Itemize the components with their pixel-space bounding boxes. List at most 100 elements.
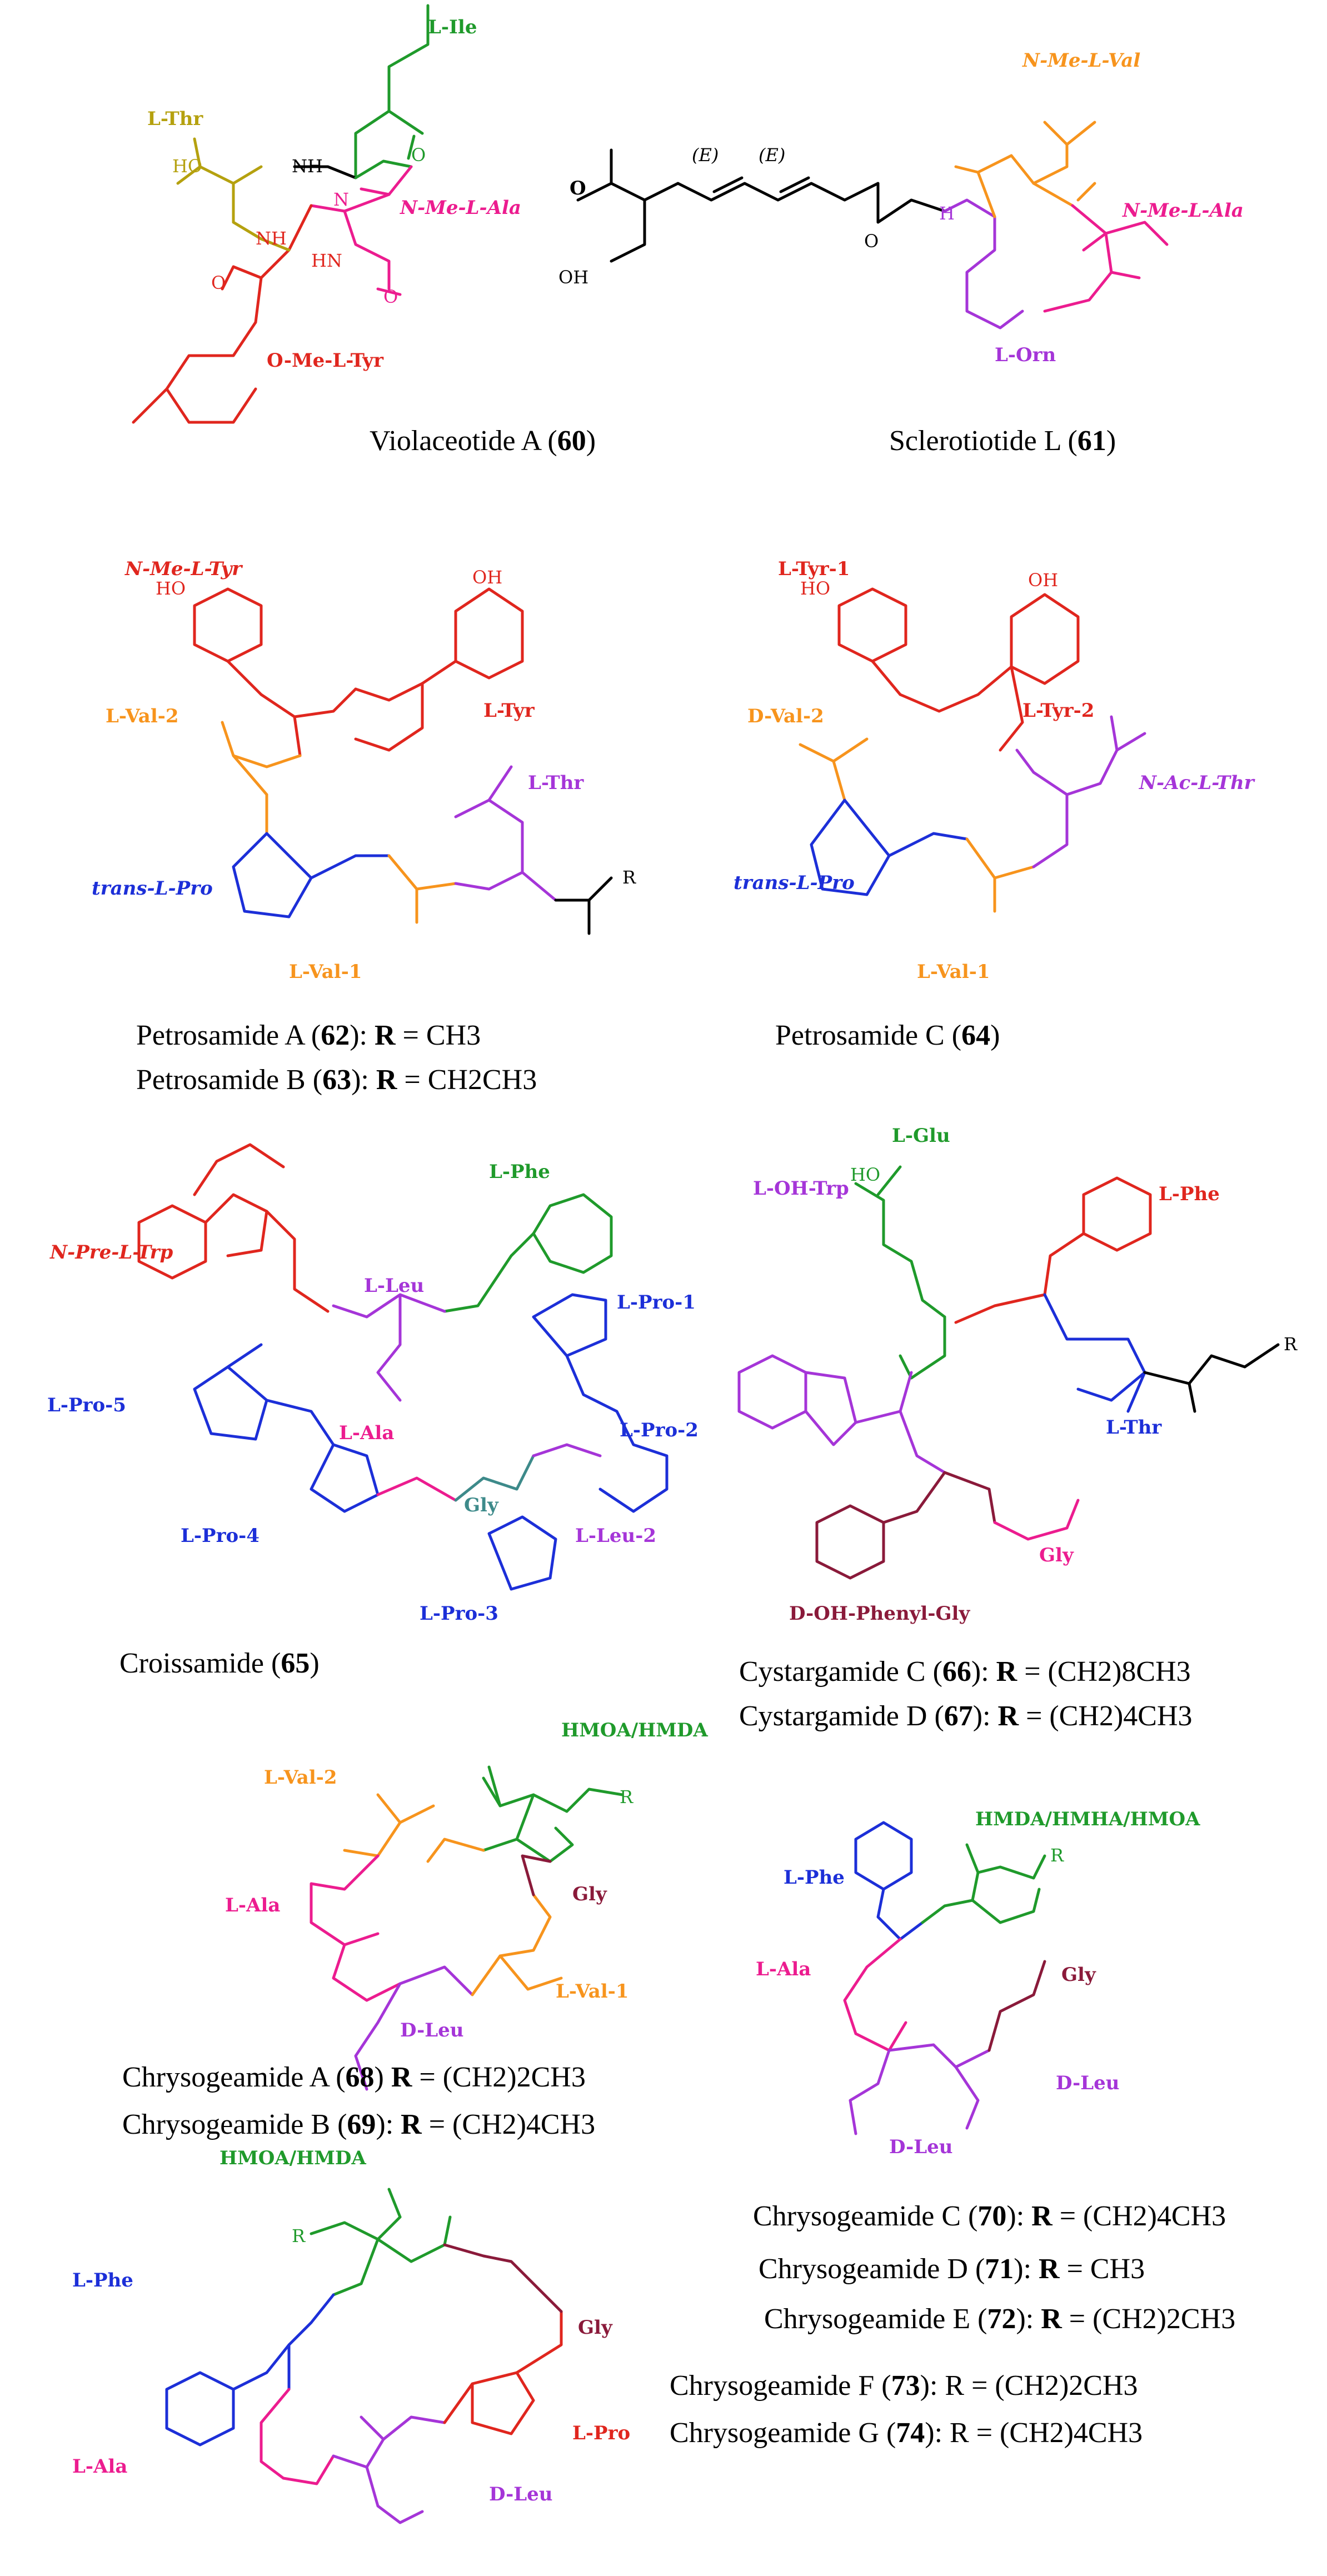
atom-o-2: O bbox=[211, 272, 226, 293]
label-d-oh-phenyl-gly: D-OH-Phenyl-Gly bbox=[789, 1602, 970, 1625]
croissamide-structure bbox=[137, 1143, 669, 1591]
atom-petro-r: R bbox=[622, 867, 636, 888]
atom-nh-2: NH bbox=[256, 228, 287, 249]
label-l-pro-2: L-Pro-2 bbox=[620, 1419, 699, 1441]
label-n-me-l-tyr: N-Me-L-Tyr bbox=[124, 558, 243, 580]
label-l-thr-2: L-Thr bbox=[528, 772, 584, 794]
label-hmda-hmha-hmoa: HMDA/HMHA/HMOA bbox=[975, 1808, 1200, 1830]
label-l-pro-4: L-Pro-4 bbox=[181, 1525, 260, 1547]
sclerotiotide-l-structure bbox=[576, 121, 1169, 330]
caption-chrysogeamide-a: Chrysogeamide A (68) R = (CH2)2CH3 bbox=[122, 2061, 586, 2093]
label-l-leu: L-Leu bbox=[364, 1275, 424, 1297]
caption-croissamide: Croissamide (65) bbox=[119, 1648, 320, 1679]
caption-petrosamide-c: Petrosamide C (64) bbox=[775, 1020, 1000, 1051]
label-l-phe: L-Phe bbox=[489, 1161, 550, 1183]
violaceotide-a-structure bbox=[132, 4, 430, 424]
label-d-leu-3: D-Leu bbox=[889, 2136, 952, 2158]
label-l-phe-3: L-Phe bbox=[784, 1866, 845, 1889]
atom-o: O bbox=[411, 144, 426, 166]
label-hmoa-hmda-2: HMOA/HMDA bbox=[219, 2147, 366, 2169]
atom-o-3: O bbox=[383, 286, 398, 307]
atom-sclero-h: H bbox=[939, 203, 955, 224]
label-gly-3: Gly bbox=[572, 1883, 607, 1905]
label-l-leu-2: L-Leu-2 bbox=[575, 1525, 656, 1547]
atom-chfg-r: R bbox=[292, 2225, 306, 2246]
label-l-val-2: L-Val-2 bbox=[106, 705, 179, 727]
caption-sclerotiotide-l: Sclerotiotide L (61) bbox=[889, 425, 1116, 457]
caption-petrosamide-a: Petrosamide A (62): R = CH3 bbox=[136, 1020, 481, 1051]
label-n-ac-l-thr: N-Ac-L-Thr bbox=[1139, 772, 1255, 794]
label-n-me-l-ala-2: N-Me-L-Ala bbox=[1122, 199, 1244, 222]
label-l-tyr-1: L-Tyr-1 bbox=[778, 558, 850, 580]
chrysogeamide-ab-structure bbox=[310, 1765, 624, 2091]
atom-cys-ho: HO bbox=[850, 1164, 880, 1185]
cystargamide-structure bbox=[737, 1165, 1280, 1580]
label-l-val-2-2: L-Val-2 bbox=[264, 1766, 337, 1789]
atom-sclero-o: O bbox=[570, 177, 586, 199]
caption-chrysogeamide-c: Chrysogeamide C (70): R = (CH2)4CH3 bbox=[753, 2200, 1226, 2232]
caption-petrosamide-b: Petrosamide B (63): R = CH2CH3 bbox=[136, 1064, 537, 1096]
petrosamide-ab-structure bbox=[193, 587, 613, 935]
atom-hn: HN bbox=[311, 250, 342, 271]
label-l-glu: L-Glu bbox=[892, 1125, 950, 1147]
label-n-pre-l-trp: N-Pre-L-Trp bbox=[49, 1241, 173, 1264]
label-l-thr: L-Thr bbox=[147, 108, 203, 130]
caption-cystargamide-d: Cystargamide D (67): R = (CH2)4CH3 bbox=[739, 1700, 1193, 1732]
label-l-phe-2: L-Phe bbox=[1159, 1183, 1220, 1205]
label-d-val-2: D-Val-2 bbox=[747, 705, 824, 727]
label-d-leu: D-Leu bbox=[400, 2019, 463, 2041]
label-l-pro: L-Pro bbox=[572, 2422, 630, 2444]
label-gly-4: Gly bbox=[1061, 1964, 1096, 1986]
atom-cys-r: R bbox=[1284, 1334, 1298, 1355]
caption-chrysogeamide-f: Chrysogeamide F (73): R = (CH2)2CH3 bbox=[670, 2370, 1138, 2402]
label-l-ala-3: L-Ala bbox=[756, 1958, 811, 1980]
caption-chrysogeamide-b: Chrysogeamide B (69): R = (CH2)4CH3 bbox=[122, 2109, 595, 2140]
label-hmoa-hmda: HMOA/HMDA bbox=[561, 1719, 708, 1741]
label-l-pro-1: L-Pro-1 bbox=[617, 1291, 696, 1314]
atom-nh: NH bbox=[292, 156, 323, 177]
label-o-me-l-tyr: O-Me-L-Tyr bbox=[267, 350, 384, 372]
label-l-pro-5: L-Pro-5 bbox=[47, 1394, 126, 1416]
label-l-orn: L-Orn bbox=[995, 344, 1056, 366]
label-l-thr-3: L-Thr bbox=[1106, 1416, 1162, 1439]
label-l-ala-2: L-Ala bbox=[225, 1894, 280, 1916]
label-gly-2: Gly bbox=[1039, 1544, 1074, 1566]
label-l-ala-4: L-Ala bbox=[72, 2455, 127, 2478]
caption-chrysogeamide-e: Chrysogeamide E (72): R = (CH2)2CH3 bbox=[764, 2303, 1235, 2335]
chrysogeamide-cde-structure bbox=[843, 1821, 1046, 2135]
atom-sclero-o2: O bbox=[864, 231, 879, 252]
caption-chrysogeamide-g: Chrysogeamide G (74): R = (CH2)4CH3 bbox=[670, 2417, 1143, 2449]
atom-n: N bbox=[333, 189, 349, 210]
petrosamide-c-structure bbox=[799, 587, 1146, 913]
label-d-leu-2: D-Leu bbox=[1056, 2072, 1119, 2094]
label-l-tyr-2: L-Tyr-2 bbox=[1022, 700, 1094, 722]
atom-petro-ho: HO bbox=[156, 578, 186, 599]
label-l-ala: L-Ala bbox=[339, 1422, 394, 1444]
label-l-val-1-2: L-Val-1 bbox=[917, 961, 990, 983]
label-l-oh-trp: L-OH-Trp bbox=[753, 1177, 849, 1200]
label-gly: Gly bbox=[464, 1494, 499, 1516]
label-l-tyr: L-Tyr bbox=[483, 700, 535, 722]
atom-sclero-oh: OH bbox=[558, 267, 588, 288]
atom-ho: HO bbox=[172, 156, 202, 177]
atom-chab-r: R bbox=[620, 1786, 633, 1808]
label-trans-l-pro: trans-L-Pro bbox=[92, 877, 213, 900]
label-l-phe-4: L-Phe bbox=[72, 2269, 133, 2292]
caption-violaceotide-a: Violaceotide A (60) bbox=[370, 425, 596, 457]
label-l-pro-3: L-Pro-3 bbox=[420, 1602, 498, 1625]
label-trans-l-pro-2: trans-L-Pro bbox=[734, 872, 855, 894]
label-stereo-e2: (E) bbox=[759, 144, 785, 166]
atom-petro-oh: OH bbox=[472, 567, 502, 588]
label-gly-5: Gly bbox=[578, 2317, 613, 2339]
caption-chrysogeamide-d: Chrysogeamide D (71): R = CH3 bbox=[759, 2253, 1145, 2285]
label-l-ile: L-Ile bbox=[428, 16, 477, 38]
label-n-me-l-val: N-Me-L-Val bbox=[1022, 49, 1140, 72]
atom-chcde-r: R bbox=[1050, 1845, 1064, 1866]
label-stereo-e1: (E) bbox=[692, 144, 719, 166]
atom-pc-oh: OH bbox=[1028, 570, 1058, 591]
label-n-me-l-ala: N-Me-L-Ala bbox=[400, 197, 521, 219]
atom-pc-ho: HO bbox=[800, 578, 830, 599]
caption-cystargamide-c: Cystargamide C (66): R = (CH2)8CH3 bbox=[739, 1656, 1191, 1688]
chrysogeamide-fg-structure bbox=[165, 2188, 563, 2524]
